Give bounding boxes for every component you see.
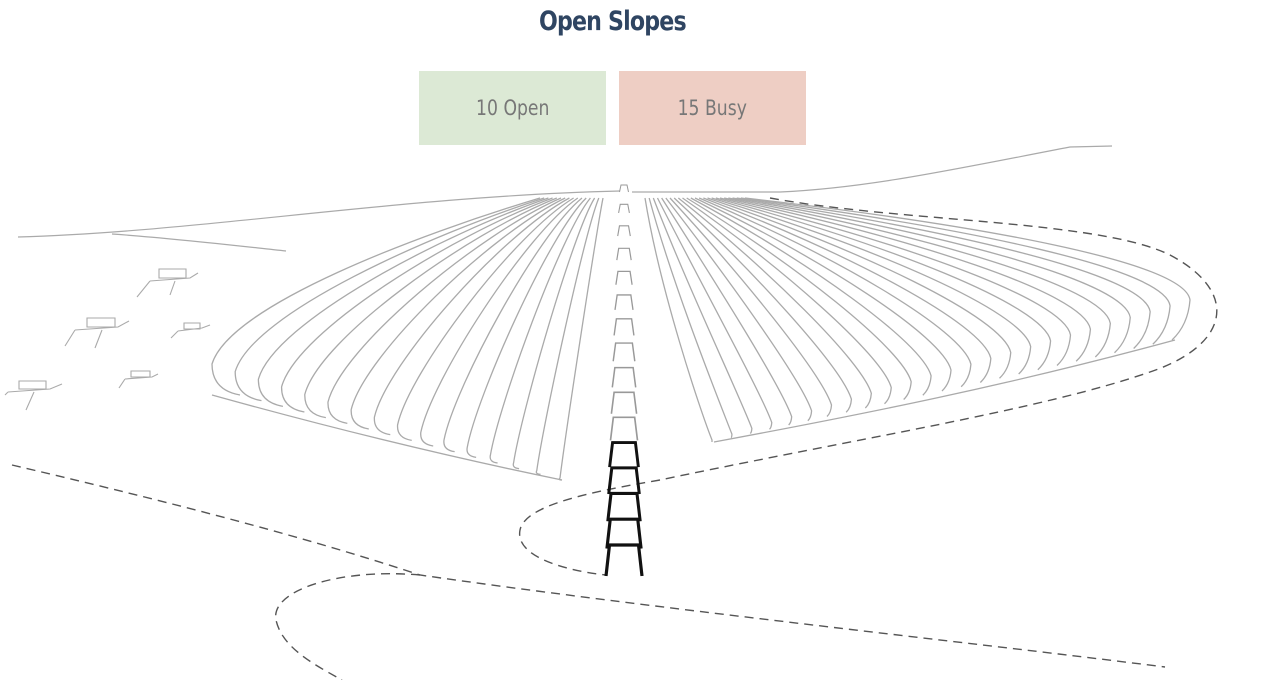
ridge-line-left bbox=[111, 233, 287, 252]
slope-line-left bbox=[304, 197, 558, 419]
lift-tower bbox=[619, 184, 629, 193]
slope-line-right bbox=[698, 197, 972, 388]
lift-tower bbox=[606, 491, 642, 522]
busy-count-badge: 15 Busy bbox=[619, 71, 806, 145]
lodge-2 bbox=[64, 317, 130, 349]
slope-line-left bbox=[466, 197, 587, 458]
slope-base-left bbox=[211, 394, 563, 481]
slope-line-right bbox=[740, 197, 1171, 345]
lift-tower bbox=[611, 366, 637, 388]
slope-line-right bbox=[715, 197, 1052, 371]
slope-line-right bbox=[669, 197, 833, 417]
lift-tower bbox=[615, 270, 633, 285]
slope-line-right bbox=[686, 197, 912, 400]
lodge-3 bbox=[170, 322, 211, 339]
slope-line-right bbox=[648, 197, 733, 439]
lodge-1 bbox=[136, 268, 199, 298]
slope-line-right bbox=[736, 197, 1151, 349]
slope-line-left bbox=[420, 197, 579, 447]
lift-tower bbox=[610, 391, 638, 414]
slope-line-right bbox=[690, 197, 932, 396]
slope-line-right bbox=[732, 197, 1131, 354]
lift-tower bbox=[612, 342, 636, 362]
slope-line-left bbox=[489, 197, 591, 464]
horizon-line-left bbox=[17, 190, 621, 238]
horizon-line-right bbox=[632, 145, 1113, 193]
slope-line-right bbox=[694, 197, 952, 392]
slope-line-left bbox=[327, 197, 562, 424]
slope-line-right bbox=[682, 197, 892, 405]
chairlift bbox=[604, 184, 644, 577]
slope-line-right bbox=[719, 197, 1072, 366]
lodge-4 bbox=[4, 380, 63, 411]
slope-line-right bbox=[652, 197, 753, 434]
slope-line-right bbox=[728, 197, 1111, 358]
slope-line-left bbox=[535, 197, 600, 475]
slope-line-left bbox=[234, 197, 545, 402]
slope-line-right bbox=[656, 197, 773, 430]
lift-tower bbox=[617, 225, 631, 237]
slope-line-left bbox=[350, 197, 566, 430]
lodges bbox=[4, 268, 211, 411]
slope-line-right bbox=[703, 197, 992, 383]
lift-tower bbox=[604, 543, 644, 577]
lift-tower bbox=[614, 294, 634, 310]
slope-line-left bbox=[257, 197, 549, 407]
lift-tower bbox=[613, 318, 635, 336]
slope-line-right bbox=[724, 197, 1092, 362]
lift-tower bbox=[609, 416, 639, 441]
slope-line-right bbox=[673, 197, 853, 413]
slope-line-left bbox=[512, 197, 596, 470]
busy-count-label: 15 Busy bbox=[677, 96, 748, 120]
lift-tower bbox=[608, 441, 640, 468]
slope-line-right bbox=[661, 197, 793, 426]
slope-line-right bbox=[744, 197, 1191, 341]
trail-paths bbox=[11, 197, 1218, 680]
slope-group-right bbox=[644, 197, 1191, 443]
lift-tower bbox=[605, 517, 643, 549]
slope-line-right bbox=[644, 197, 713, 442]
slope-group-left bbox=[211, 197, 604, 481]
slope-line-left bbox=[211, 197, 541, 396]
slope-line-left bbox=[443, 197, 583, 453]
trail-right-loop bbox=[659, 197, 1218, 481]
open-count-badge: 10 Open bbox=[419, 71, 606, 145]
slope-line-right bbox=[677, 197, 872, 409]
slope-base-right bbox=[713, 339, 1176, 443]
terrain-lines bbox=[17, 145, 1113, 252]
lodge-5 bbox=[118, 370, 159, 389]
slope-line-right bbox=[711, 197, 1032, 375]
slope-line-right bbox=[665, 197, 813, 422]
lift-tower bbox=[618, 203, 630, 214]
open-count-label: 10 Open bbox=[475, 96, 550, 120]
page-title: Open Slopes bbox=[538, 6, 687, 37]
slope-line-right bbox=[707, 197, 1012, 379]
trail-lower-left bbox=[275, 573, 421, 680]
lift-tower bbox=[607, 466, 641, 495]
slope-line-left bbox=[280, 197, 553, 413]
lift-tower bbox=[616, 247, 632, 261]
slope-line-left bbox=[373, 197, 570, 436]
trail-long-diagonal bbox=[11, 464, 1166, 668]
slope-line-left bbox=[396, 197, 574, 441]
trail-lower-bend bbox=[519, 479, 661, 576]
